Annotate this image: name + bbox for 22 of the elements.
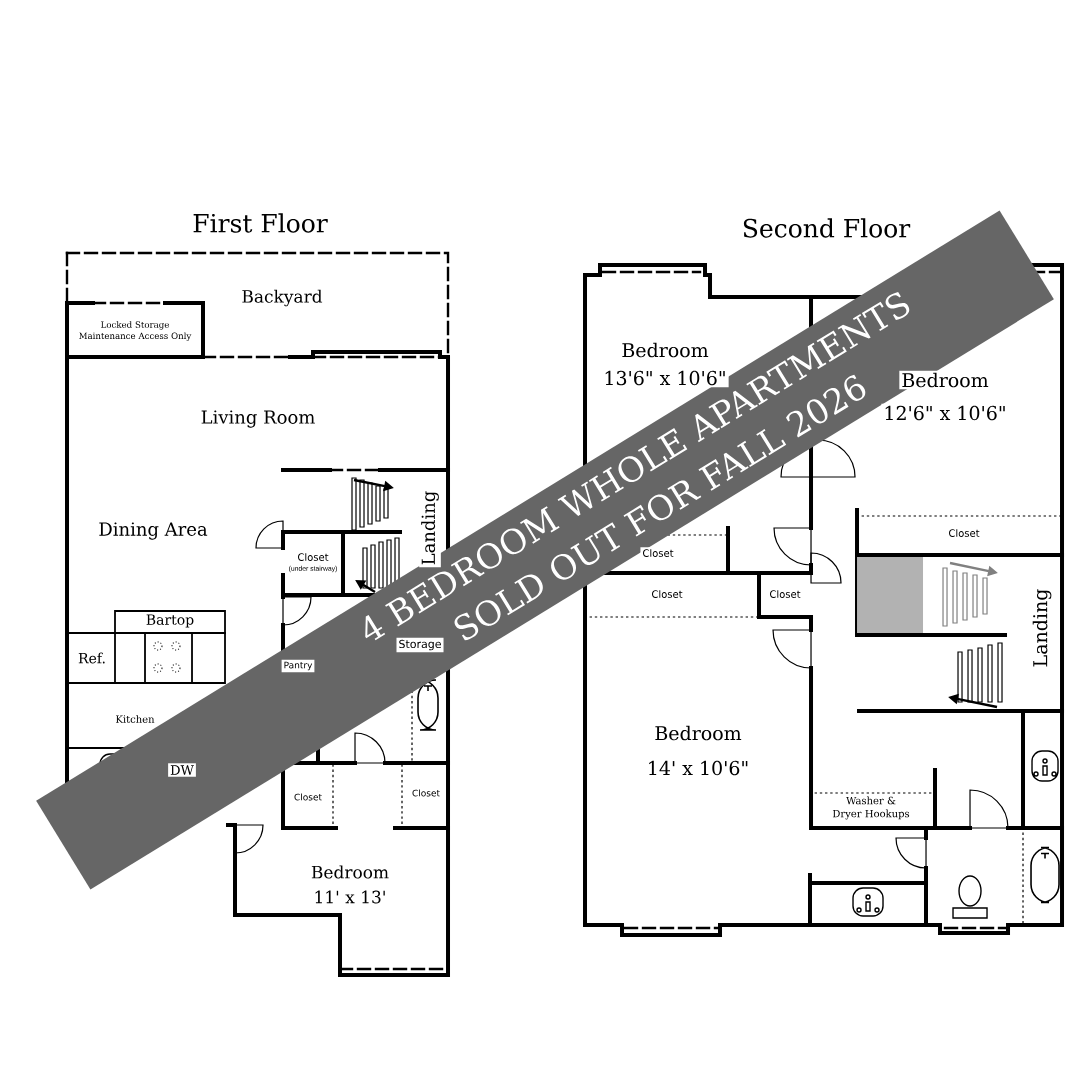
- room-label: Closet: [949, 529, 980, 537]
- room-label: Closet: [770, 590, 801, 598]
- room-label: Washer & Dryer Hookups: [832, 796, 910, 820]
- room-label: Closet: [298, 553, 329, 561]
- room-label: Closet: [412, 789, 440, 797]
- room-label: Closet: [652, 590, 683, 598]
- room-label: Kitchen: [116, 715, 155, 723]
- floor-title: Second Floor: [743, 218, 911, 238]
- room-label: Closet: [640, 547, 676, 559]
- room-label: Bartop: [146, 614, 194, 628]
- room-label: Closet: [294, 793, 322, 801]
- floor-title: First Floor: [193, 213, 328, 233]
- room-label: Living Room: [201, 410, 315, 428]
- room-label: Bedroom: [311, 865, 389, 879]
- room-label: Bedroom: [655, 725, 742, 741]
- room-label: DW: [168, 763, 196, 777]
- room-dimension: 14' x 10'6": [649, 760, 748, 776]
- room-label: Backyard: [242, 289, 323, 307]
- room-label: Ref.: [78, 652, 105, 664]
- room-label: Locked Storage Maintenance Access Only: [79, 321, 192, 341]
- room-label: Landing: [1032, 589, 1052, 667]
- room-label: Dining Area: [99, 522, 208, 540]
